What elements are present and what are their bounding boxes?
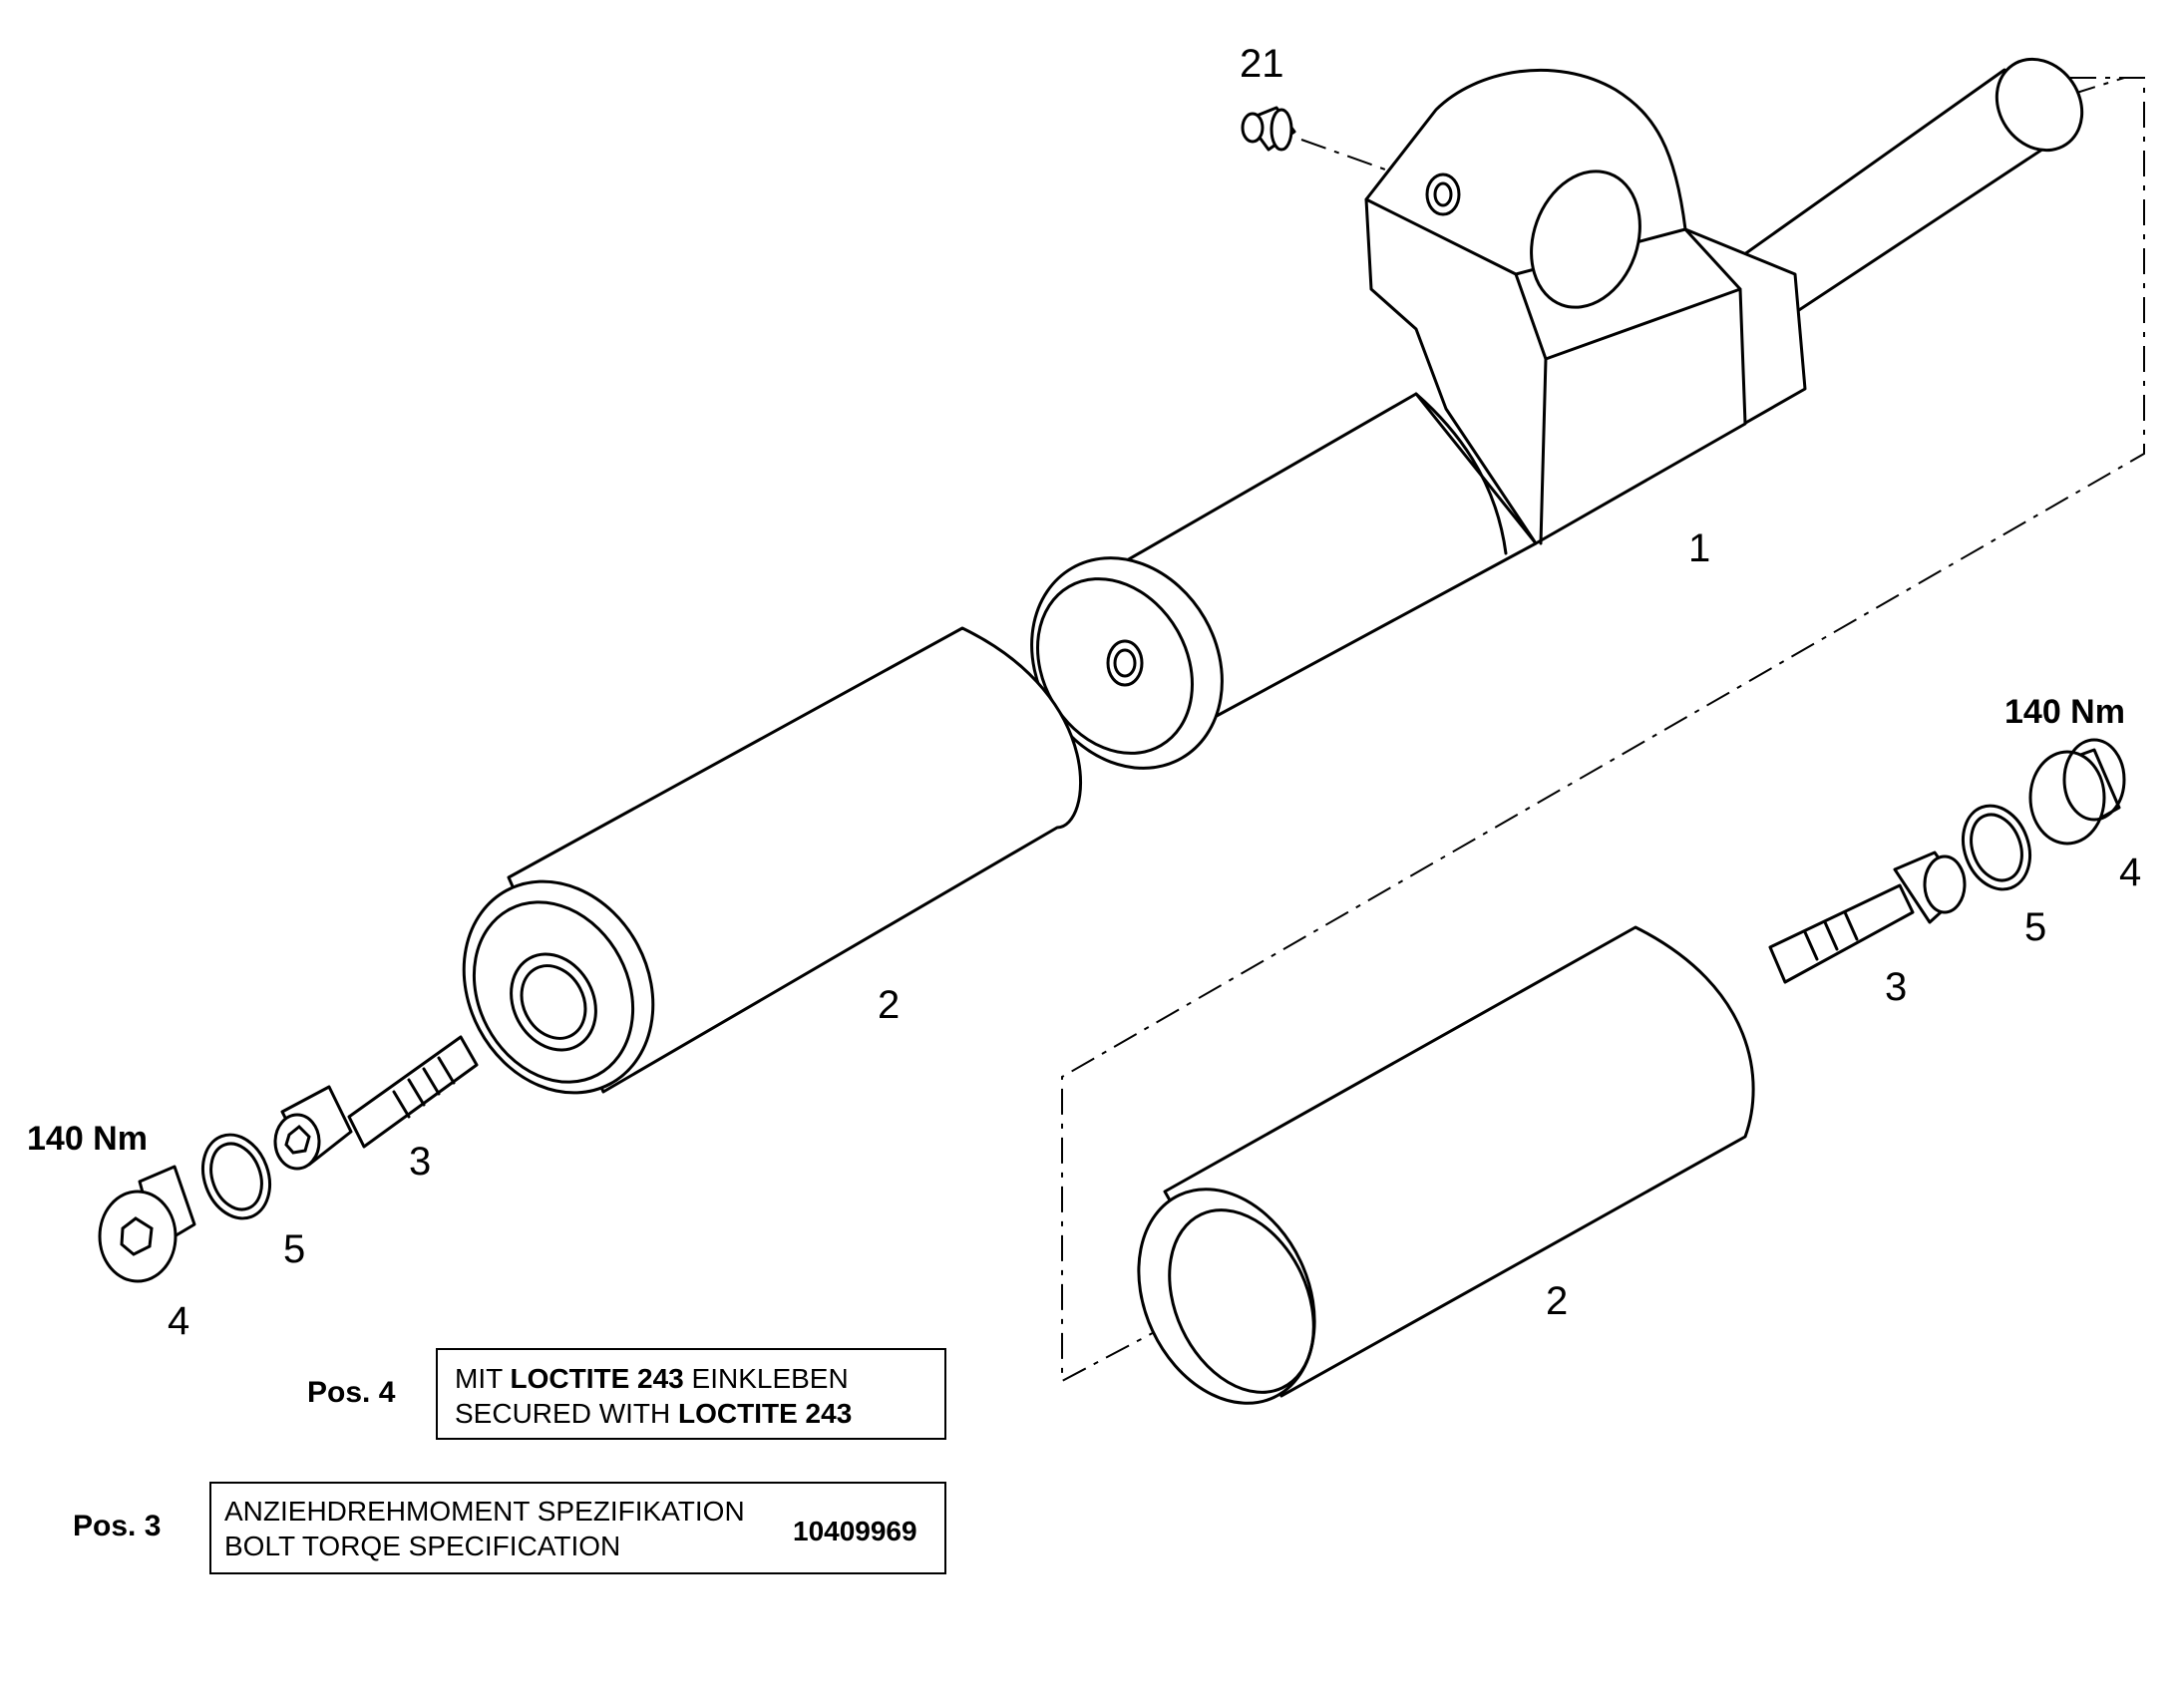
shaft-housing-part-1 [1030,57,2084,770]
loctite-note-line-1: MIT LOCTITE 243 EINKLEBEN [455,1363,849,1394]
callout-5-left: 5 [283,1227,306,1271]
seal-ring-part-5-left [201,1133,271,1220]
loctite-note-line-2: SECURED WITH LOCTITE 243 [455,1398,853,1429]
torque-label-left: 140 Nm [27,1120,148,1158]
pos3-label: Pos. 3 [73,1510,162,1542]
bolt-part-3-left [273,1035,479,1171]
sleeve-part-2-right [1137,925,1755,1405]
callout-2-left: 2 [878,983,901,1027]
callout-4-left: 4 [168,1299,190,1343]
callout-5-right: 5 [2024,905,2047,949]
plug-part-4-left [98,1165,196,1283]
plug-part-4-right [2028,738,2126,846]
torque-label-right: 140 Nm [2004,693,2125,731]
torque-spec-note-box: ANZIEHDREHMOMENT SPEZIFIKATION BOLT TORQ… [209,1482,946,1574]
torque-spec-line-2: BOLT TORQE SPECIFICATION [224,1531,621,1561]
callout-1: 1 [1688,526,1711,570]
loctite-note-box: MIT LOCTITE 243 EINKLEBEN SECURED WITH L… [436,1348,946,1440]
seal-ring-part-5-right [1962,804,2031,891]
callout-3-left: 3 [409,1140,432,1184]
callout-21: 21 [1240,42,1284,86]
torque-spec-document-number: 10409969 [793,1516,917,1546]
pos4-label: Pos. 4 [307,1376,396,1409]
callout-3-right: 3 [1885,965,1908,1009]
callout-4-right: 4 [2119,851,2142,894]
bolt-part-3-right [1768,851,1967,984]
sleeve-part-2-left [462,626,1083,1095]
callout-2-right: 2 [1546,1279,1569,1323]
torque-spec-line-1: ANZIEHDREHMOMENT SPEZIFIKATION [224,1496,745,1527]
grease-nipple-part-21 [1241,106,1296,152]
